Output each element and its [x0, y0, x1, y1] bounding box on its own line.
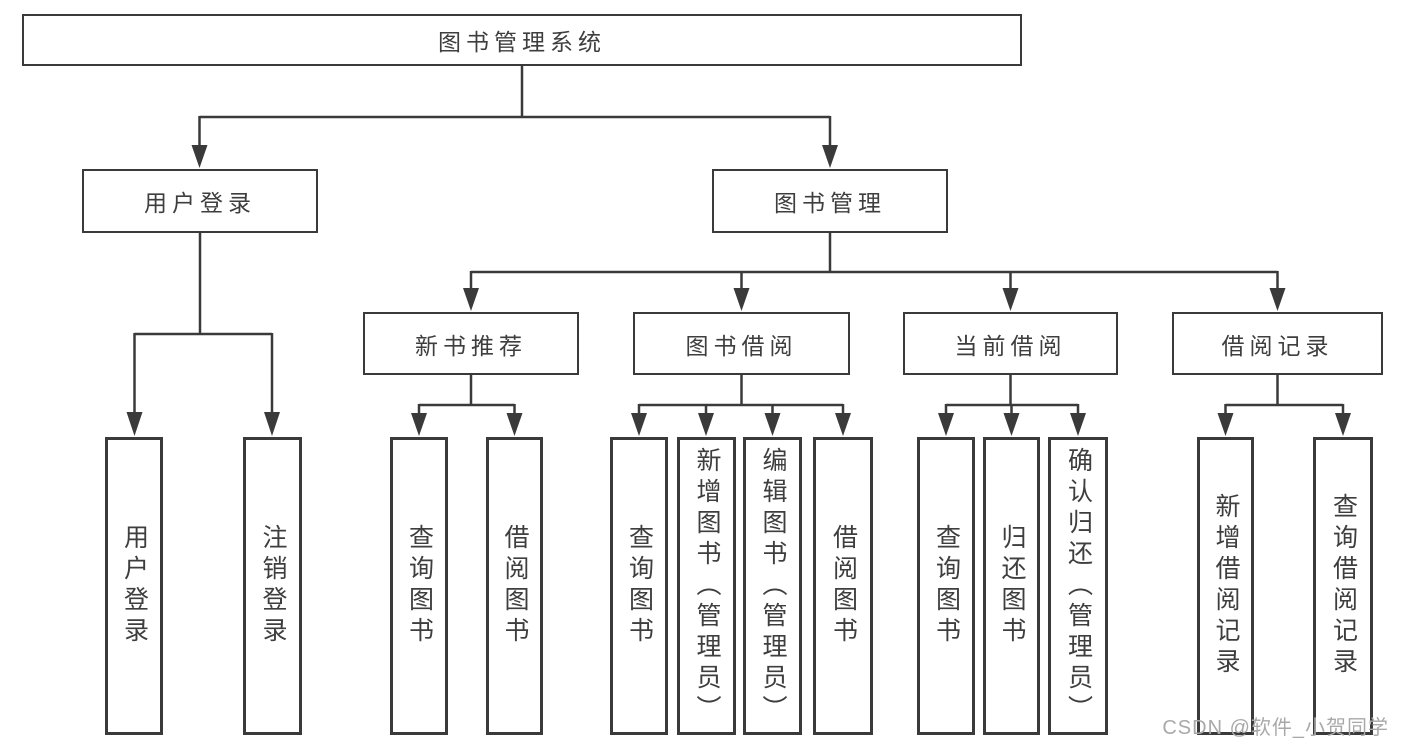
leaf-record-query: 查询借阅记录	[1313, 437, 1373, 735]
leaf-label: 确认归还（管理员）	[1064, 446, 1093, 726]
leaf-label: 归还图书	[998, 524, 1026, 648]
leaf-current-confirm-return-admin: 确认归还（管理员）	[1048, 437, 1108, 735]
leaf-borrow-borrow: 借阅图书	[813, 437, 873, 735]
node-current-borrow: 当前借阅	[903, 312, 1118, 375]
leaf-record-add: 新增借阅记录	[1197, 437, 1254, 735]
node-book-management: 图书管理	[712, 169, 948, 233]
connector-book-borrow-children	[631, 374, 851, 436]
leaf-borrow-edit-admin: 编辑图书（管理员）	[743, 437, 802, 735]
leaf-label: 新增借阅记录	[1212, 493, 1240, 679]
node-library-management-system: 图书管理系统	[22, 14, 1022, 66]
leaf-borrow-query: 查询图书	[610, 437, 668, 735]
leaf-current-query: 查询图书	[917, 437, 975, 735]
connector-new-book-children	[411, 374, 523, 436]
leaf-label: 查询图书	[932, 524, 961, 648]
leaf-label: 新增图书（管理员）	[693, 446, 721, 726]
leaf-newbook-borrow: 借阅图书	[486, 437, 543, 735]
leaf-label: 查询借阅记录	[1329, 493, 1358, 679]
leaf-current-return: 归还图书	[983, 437, 1040, 735]
leaf-label: 借阅图书	[829, 524, 858, 648]
leaf-user-login: 用户登录	[105, 437, 163, 735]
connector-current-borrow-children	[938, 374, 1086, 436]
leaf-borrow-add-admin: 新增图书（管理员）	[677, 437, 736, 735]
node-book-borrow: 图书借阅	[633, 312, 850, 375]
connector-borrow-record-children	[1217, 374, 1351, 436]
leaf-label: 用户登录	[120, 524, 149, 648]
connector-book-management-children	[463, 232, 1286, 311]
leaf-newbook-query: 查询图书	[390, 437, 448, 735]
node-borrow-record: 借阅记录	[1172, 312, 1383, 375]
connector-user-login-children	[126, 232, 280, 436]
leaf-label: 查询图书	[625, 524, 654, 648]
connector-root-to-level2	[191, 66, 838, 168]
leaf-user-logout: 注销登录	[243, 437, 302, 735]
leaf-label: 借阅图书	[501, 524, 529, 648]
leaf-label: 注销登录	[259, 524, 287, 648]
csdn-watermark: CSDN @软件_小贺同学	[1162, 717, 1389, 739]
node-new-book-recommend: 新书推荐	[363, 312, 579, 375]
node-user-login: 用户登录	[82, 169, 318, 233]
leaf-label: 查询图书	[405, 524, 434, 648]
leaf-label: 编辑图书（管理员）	[759, 446, 787, 726]
